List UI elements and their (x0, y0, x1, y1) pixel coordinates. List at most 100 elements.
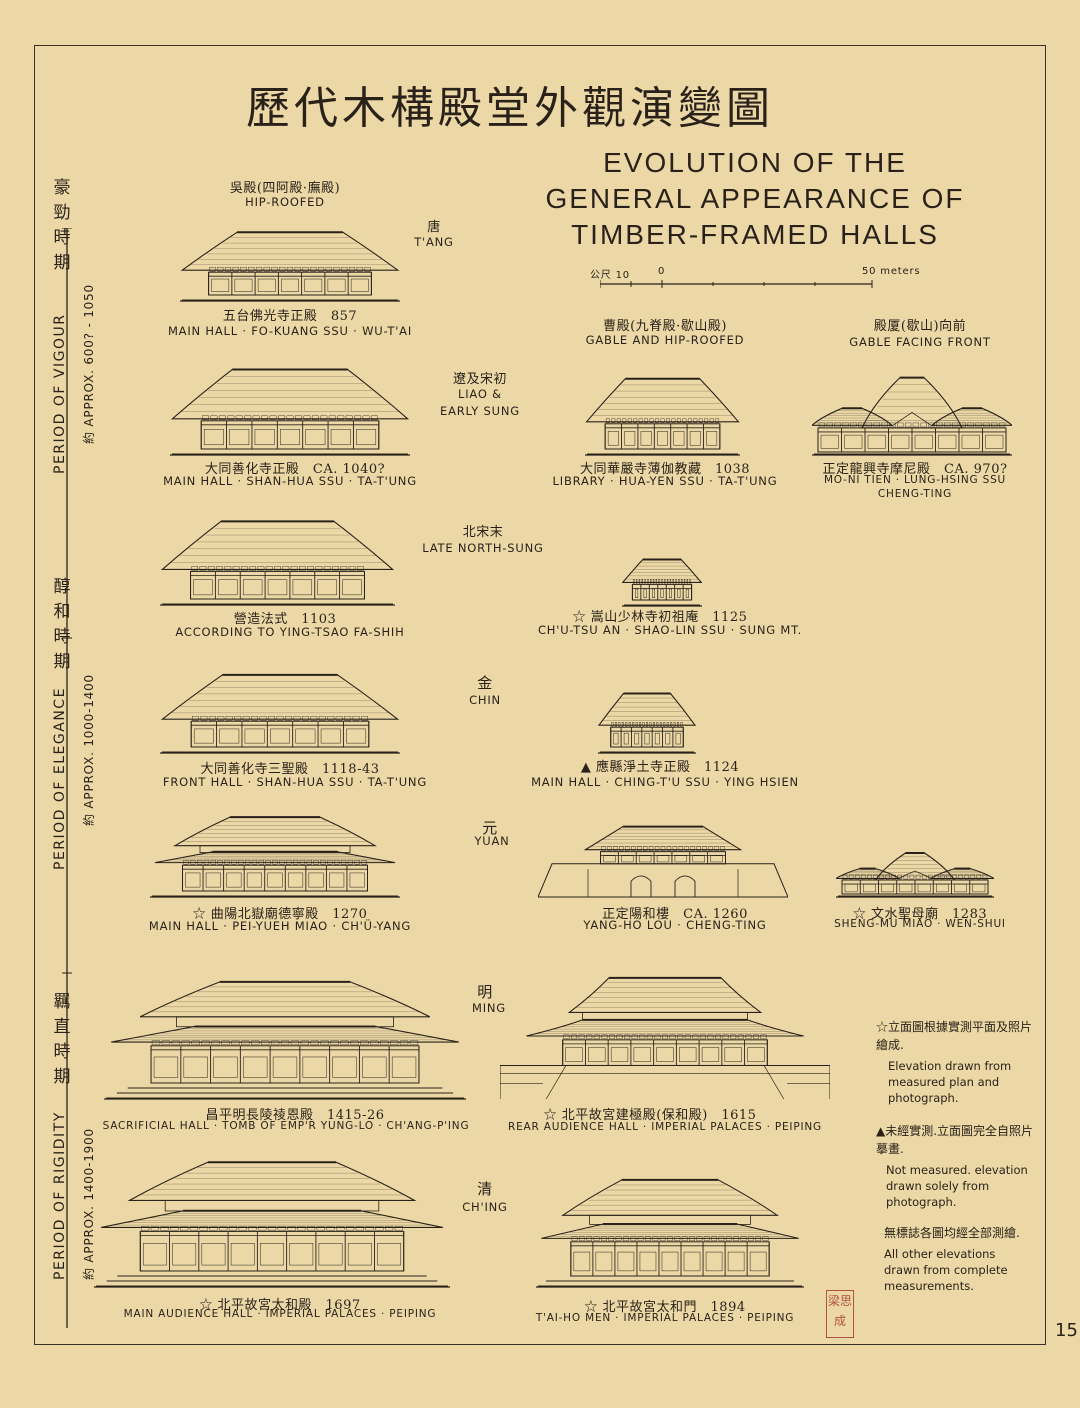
caption-sansheng-zh: 大同善化寺三聖殿 1118-43 (200, 762, 380, 777)
rooftype-gable-front-zh: 殿厦(歇山)向前 (873, 319, 967, 334)
elevation-chingtu-main-hall (598, 692, 696, 754)
caption-moni-en: MO-NI TIEN · LUNG-HSING SSU (823, 474, 1007, 486)
caption-shanhua-en: MAIN HALL · SHAN-HUA SSU · TA-T'UNG (163, 474, 417, 488)
dynasty-tang-en: T'ANG (414, 235, 454, 249)
elevation-fokuang-main-hall (180, 231, 400, 302)
caption-shengmu-en: SHENG-MU MIAO · WEN-SHUI (834, 918, 1006, 930)
caption-library-en: LIBRARY · HUA-YEN SSU · TA-T'UNG (552, 474, 778, 488)
period-rigidity-en: PERIOD OF RIGIDITY (52, 1111, 68, 1280)
elevation-shengmu-miao (836, 852, 994, 898)
legend-note-not-measured-zh: ▲未經實測.立面圖完全自照片摹畫. (876, 1124, 1034, 1156)
rooftype-gable-front-en: GABLE FACING FRONT (849, 335, 991, 349)
dynasty-liao-en2: EARLY SUNG (440, 404, 520, 418)
caption-chutsu-en: CH'U-TSU AN · SHAO-LIN SSU · SUNG MT. (537, 623, 803, 637)
period-vigour-zh: 豪勁時期 (52, 176, 72, 276)
elevation-lingen-sacrificial-hall (104, 980, 466, 1100)
period-vigour-approx: 約 APPROX. 600? - 1050 (82, 284, 96, 444)
drawing-border (34, 45, 1046, 1345)
dynasty-ming-zh: 明 (477, 983, 493, 1001)
legend-note-measured-en: Elevation drawn from measured plan and p… (888, 1059, 1012, 1105)
caption-taiho-main-zh: ☆ 北平故宮太和殿 1697 (199, 1298, 361, 1313)
period-rigidity-zh-text: 羈直時期 (53, 992, 71, 1087)
legend-note-complete-zh: 無標誌各圖均經全部測繪. (884, 1226, 1020, 1240)
dynasty-liao-zh: 遼及宋初 (452, 372, 507, 387)
legend-note-measured-zh: ☆立面圖根據實測平面及照片繪成. (876, 1020, 1033, 1052)
period-vigour-en: PERIOD OF VIGOUR (52, 313, 68, 474)
dynasty-yuan-en: YUAN (474, 834, 510, 848)
scale-right-label: 50 meters (862, 266, 921, 277)
scale-zero-label: 0 (658, 266, 666, 277)
caption-lingen-en: SACRIFICIAL HALL · TOMB OF EMP'R YUNG-LO… (102, 1120, 470, 1132)
elevation-taiho-main-hall (94, 1161, 450, 1288)
caption-peiyueh-zh: ☆ 曲陽北嶽廟德寧殿 1270 (192, 907, 368, 922)
dynasty-ming-en: MING (471, 1001, 507, 1015)
timeline-axis (62, 228, 72, 1328)
rooftype-gable-hip-en: GABLE AND HIP-ROOFED (585, 333, 745, 347)
elevation-sansheng-front-hall (160, 673, 400, 754)
title-line-1: EVOLUTION OF THE (603, 147, 907, 178)
caption-moni-en2: CHENG-TING (877, 488, 953, 500)
caption-chienchi-zh: ☆ 北平故宮建極殿(保和殿) 1615 (543, 1108, 757, 1123)
dynasty-chin-zh: 金 (477, 674, 493, 692)
dynasty-liao-en1: LIAO & (458, 387, 502, 401)
caption-peiyueh-en: MAIN HALL · PEI-YUEH MIAO · CH'Ü-YANG (148, 919, 412, 933)
elevation-yangho-lou (538, 825, 788, 898)
dynasty-tang-zh: 唐 (427, 220, 441, 235)
rooftype-hip-zh: 吳殿(四阿殿·廡殿) (229, 181, 341, 196)
dynasty-yuan-zh: 元 (482, 819, 498, 837)
dynasty-ching-zh: 清 (477, 1180, 493, 1198)
caption-yangho-en: YANG-HO LOU · CHENG-TING (583, 918, 767, 932)
dynasty-ching-en: CH'ING (462, 1200, 508, 1214)
caption-fokuang-zh: 五台佛光寺正殿 857 (222, 309, 358, 324)
dynasty-late-north-sung-en: LATE NORTH-SUNG (422, 541, 544, 555)
caption-lingen-zh: 昌平明長陵祾恩殿 1415-26 (205, 1108, 385, 1123)
elevation-moni-tien (812, 376, 1012, 456)
caption-chutsu-zh: ☆ 嵩山少林寺初祖庵 1125 (572, 610, 748, 625)
scale-left-label: 公尺 10 (590, 270, 630, 281)
caption-chingtu-en: MAIN HALL · CHING-T'U SSU · YING HSIEN (531, 775, 799, 789)
rooftype-gable-hip-zh: 曹殿(九脊殿·歇山殿) (603, 319, 727, 334)
caption-shanhua-zh: 大同善化寺正殿 CA. 1040? (204, 462, 386, 477)
caption-library-zh: 大同華嚴寺薄伽教藏 1038 (579, 462, 751, 477)
caption-shengmu-zh: ☆ 文水聖母廟 1283 (852, 907, 988, 922)
title-line-3: TIMBER-FRAMED HALLS (571, 219, 939, 250)
caption-taiho-gate-zh: ☆ 北平故宮太和門 1894 (584, 1300, 746, 1315)
title-line-2: GENERAL APPEARANCE OF (545, 183, 965, 214)
dynasty-chin-en: CHIN (469, 693, 501, 707)
elevation-peiyueh-main-hall (150, 816, 400, 898)
elevation-chienchi-rear-hall (500, 976, 830, 1100)
scale-bar (600, 280, 873, 288)
caption-fokuang-en: MAIN HALL · FO-KUANG SSU · WU-T'AI (167, 324, 413, 338)
legend-note-not-measured-en: Not measured. elevation drawn solely fro… (886, 1163, 1028, 1209)
caption-yingtsao-zh: 營造法式 1103 (233, 612, 337, 627)
caption-chienchi-en: REAR AUDIENCE HALL · IMPERIAL PALACES · … (508, 1121, 822, 1133)
elevation-taiho-gate (536, 1178, 804, 1288)
caption-yingtsao-en: ACCORDING TO YING-TSAO FA-SHIH (175, 625, 405, 639)
legend-note-complete: 無標誌各圖均經全部測繪. All other elevations drawn … (884, 1224, 1034, 1294)
artist-seal: 梁思成 (826, 1290, 854, 1338)
period-elegance-zh: 醇和時期 (52, 575, 72, 675)
elevation-yingtsao-fashih (160, 520, 395, 606)
page-number: 15 (1055, 1320, 1078, 1341)
legend-note-complete-en: All other elevations drawn from complete… (884, 1247, 1008, 1293)
caption-yangho-zh: 正定陽和樓 CA. 1260 (602, 907, 748, 922)
dynasty-late-north-sung-zh: 北宋末 (462, 525, 504, 540)
period-vigour-zh-text: 豪勁時期 (53, 178, 71, 273)
title-chinese: 歷代木構殿堂外觀演變圖 (246, 83, 774, 134)
elevation-huayen-library (585, 377, 740, 456)
period-elegance-approx: 約 APPROX. 1000-1400 (82, 674, 96, 826)
elevation-chutsu-an (622, 558, 702, 607)
period-elegance-en: PERIOD OF ELEGANCE (52, 687, 68, 870)
period-elegance-zh-text: 醇和時期 (53, 577, 71, 672)
caption-chingtu-zh: ▲ 應縣淨土寺正殿 1124 (580, 760, 740, 775)
caption-taiho-main-en: MAIN AUDIENCE HALL · IMPERIAL PALACES · … (123, 1308, 437, 1320)
title-english: EVOLUTION OF THE GENERAL APPEARANCE OF T… (520, 145, 990, 253)
caption-taiho-gate-en: T'AI-HO MEN · IMPERIAL PALACES · PEIPING (535, 1312, 795, 1324)
legend-note-measured: ☆立面圖根據實測平面及照片繪成. Elevation drawn from me… (876, 1018, 1036, 1106)
caption-moni-zh: 正定龍興寺摩尼殿 CA. 970? (822, 462, 1008, 477)
rooftype-hip-en: HIP-ROOFED (245, 195, 325, 209)
caption-sansheng-en: FRONT HALL · SHAN-HUA SSU · TA-T'UNG (162, 775, 428, 789)
period-rigidity-zh: 羈直時期 (52, 990, 72, 1090)
legend-note-not-measured: ▲未經實測.立面圖完全自照片摹畫. Not measured. elevatio… (876, 1122, 1036, 1210)
elevation-shanhua-main-hall (170, 368, 410, 456)
